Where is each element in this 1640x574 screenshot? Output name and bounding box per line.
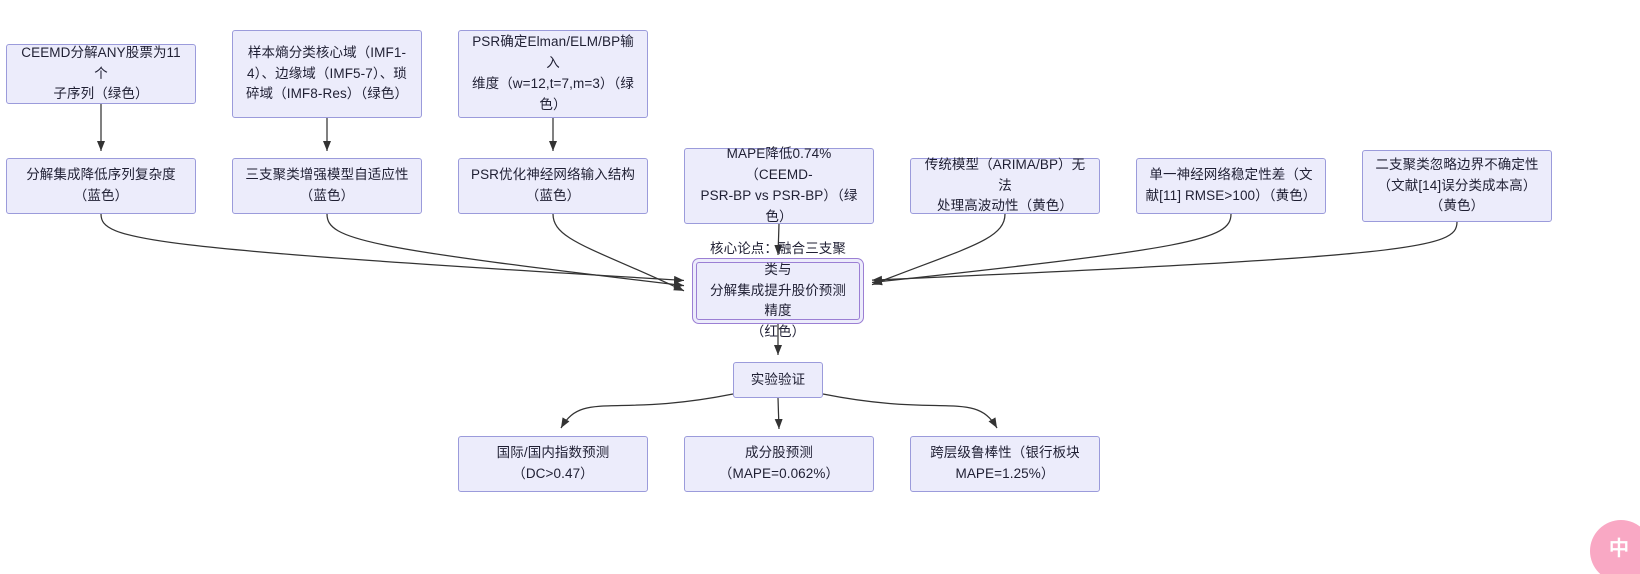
node-label: 跨层级鲁棒性（银行板块 MAPE=1.25%） bbox=[930, 445, 1080, 481]
edge-n5-to-core bbox=[326, 213, 685, 289]
node-label: 传统模型（ARIMA/BP）无法 处理高波动性（黄色） bbox=[924, 156, 1086, 214]
node-label: 成分股预测 （MAPE=0.062%） bbox=[718, 445, 840, 481]
node-label: 核心论点：融合三支聚类与 分解集成提升股价预测精度 （红色） bbox=[710, 240, 846, 340]
edge-n6-to-core bbox=[552, 213, 685, 292]
node-label: 二支聚类忽略边界不确定性 （文献[14]误分类成本高） （黄色） bbox=[1375, 156, 1539, 214]
node-n12[interactable]: 国际/国内指数预测 （DC>0.47） bbox=[458, 436, 648, 492]
node-label: 三支聚类增强模型自适应性 （蓝色） bbox=[245, 167, 409, 203]
edge-n9-to-core bbox=[871, 213, 1232, 286]
node-n3[interactable]: PSR确定Elman/ELM/BP输入 维度（w=12,t=7,m=3）（绿 色… bbox=[458, 30, 648, 118]
node-n14[interactable]: 跨层级鲁棒性（银行板块 MAPE=1.25%） bbox=[910, 436, 1100, 492]
node-core[interactable]: 核心论点：融合三支聚类与 分解集成提升股价预测精度 （红色） bbox=[696, 241, 860, 339]
node-label: 样本熵分类核心域（IMF1- 4）、边缘域（IMF5-7）、琐 碎域（IMF8-… bbox=[245, 44, 409, 102]
node-n13[interactable]: 成分股预测 （MAPE=0.062%） bbox=[684, 436, 874, 492]
node-label: PSR优化神经网络输入结构 （蓝色） bbox=[470, 167, 636, 203]
node-label: 分解集成降低序列复杂度 （蓝色） bbox=[26, 167, 176, 203]
node-n1[interactable]: CEEMD分解ANY股票为11个 子序列（绿色） bbox=[6, 44, 196, 104]
edge-n11-to-n13 bbox=[774, 397, 783, 430]
node-label: 单一神经网络稳定性差（文 献[11] RMSE>100）（黄色） bbox=[1145, 167, 1317, 203]
edge-n8-to-core bbox=[871, 213, 1006, 286]
node-n9[interactable]: 单一神经网络稳定性差（文 献[11] RMSE>100）（黄色） bbox=[1136, 158, 1326, 214]
node-n10[interactable]: 二支聚类忽略边界不确定性 （文献[14]误分类成本高） （黄色） bbox=[1362, 150, 1552, 222]
node-n4[interactable]: 分解集成降低序列复杂度 （蓝色） bbox=[6, 158, 196, 214]
edge-n11-to-n14 bbox=[822, 393, 998, 429]
watermark-badge: 中 bbox=[1590, 520, 1640, 574]
node-n7[interactable]: MAPE降低0.74%（CEEMD- PSR-BP vs PSR-BP）（绿 色… bbox=[684, 146, 874, 224]
node-label: PSR确定Elman/ELM/BP输入 维度（w=12,t=7,m=3）（绿 色… bbox=[472, 34, 634, 112]
node-n6[interactable]: PSR优化神经网络输入结构 （蓝色） bbox=[458, 158, 648, 214]
node-n5[interactable]: 三支聚类增强模型自适应性 （蓝色） bbox=[232, 158, 422, 214]
node-label: MAPE降低0.74%（CEEMD- PSR-BP vs PSR-BP）（绿 色… bbox=[700, 146, 858, 224]
edge-n10-to-core bbox=[871, 221, 1458, 284]
edge-n4-to-core bbox=[100, 213, 685, 284]
node-label: 实验验证 bbox=[750, 371, 806, 387]
node-n8[interactable]: 传统模型（ARIMA/BP）无法 处理高波动性（黄色） bbox=[910, 157, 1100, 214]
watermark-glyph: 中 bbox=[1609, 538, 1629, 560]
node-n2[interactable]: 样本熵分类核心域（IMF1- 4）、边缘域（IMF5-7）、琐 碎域（IMF8-… bbox=[232, 30, 422, 118]
node-label: 国际/国内指数预测 （DC>0.47） bbox=[496, 445, 610, 481]
edge-n11-to-n12 bbox=[560, 393, 734, 429]
node-label: CEEMD分解ANY股票为11个 子序列（绿色） bbox=[21, 44, 181, 102]
node-n11[interactable]: 实验验证 bbox=[733, 362, 823, 398]
